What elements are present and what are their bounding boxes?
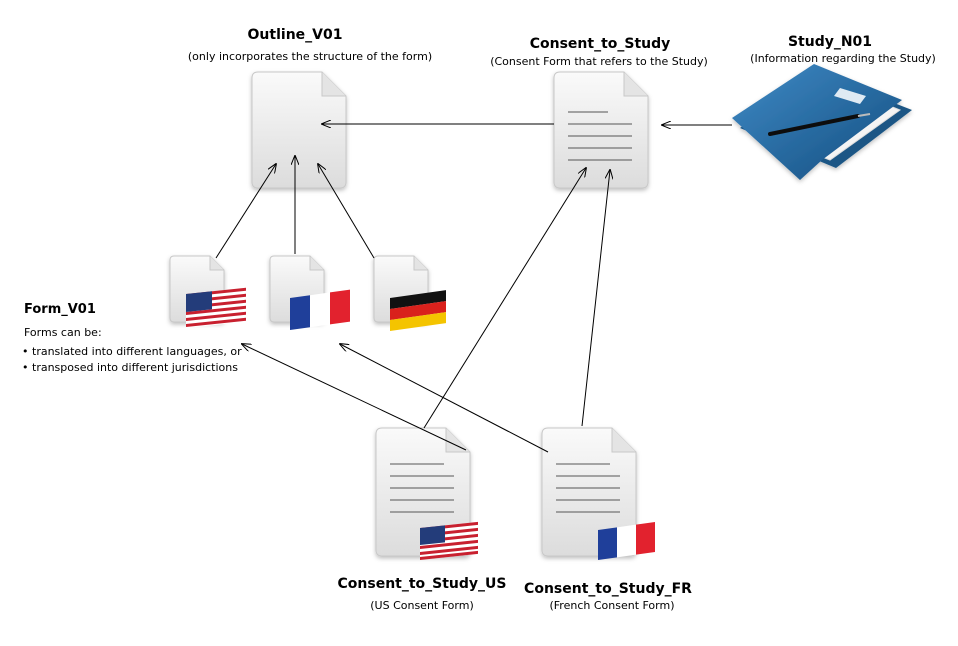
consent-us-document-icon[interactable] bbox=[375, 427, 478, 560]
form-bullet-2: • transposed into different jurisdiction… bbox=[22, 361, 238, 374]
bullet-icon: • bbox=[22, 345, 29, 358]
study-title: Study_N01 bbox=[787, 34, 873, 50]
form-bullet-text: transposed into different jurisdictions bbox=[32, 361, 238, 374]
form-intro: Forms can be: bbox=[24, 326, 102, 339]
us-flag-icon bbox=[420, 521, 478, 560]
outline-title: Outline_V01 bbox=[247, 27, 343, 43]
outline-document-icon[interactable] bbox=[251, 71, 347, 189]
outline-subtitle: (only incorporates the structure of the … bbox=[187, 50, 433, 63]
consent-subtitle: (Consent Form that refers to the Study) bbox=[490, 55, 708, 68]
consent-document-icon[interactable] bbox=[553, 71, 649, 189]
study-subtitle: (Information regarding the Study) bbox=[750, 52, 936, 65]
arrow-consent-us-to-form bbox=[242, 344, 467, 451]
consent-fr-subtitle: (French Consent Form) bbox=[549, 599, 675, 612]
consent-fr-document-icon[interactable] bbox=[541, 427, 655, 560]
form-title: Form_V01 bbox=[24, 302, 96, 317]
arrow-consent-fr-to-form bbox=[340, 344, 549, 453]
fr-flag-icon bbox=[598, 521, 655, 560]
arrow-form-de-to-outline bbox=[318, 164, 375, 259]
arrow-consent-us-to-consent bbox=[423, 168, 586, 429]
form-bullet-1: • translated into different languages, o… bbox=[22, 345, 242, 358]
arrow-consent-fr-to-consent bbox=[581, 170, 610, 427]
consent-title: Consent_to_Study bbox=[529, 36, 671, 52]
fr-flag-icon bbox=[290, 289, 350, 330]
consent-us-subtitle: (US Consent Form) bbox=[370, 599, 474, 612]
bullet-icon: • bbox=[22, 361, 29, 374]
consent-us-title: Consent_to_Study_US bbox=[337, 576, 507, 592]
form-de-document-icon[interactable] bbox=[373, 255, 446, 331]
study-folder-icon[interactable] bbox=[732, 64, 912, 180]
de-flag-icon bbox=[390, 290, 446, 331]
form-us-document-icon[interactable] bbox=[169, 255, 246, 328]
consent-fr-title: Consent_to_Study_FR bbox=[524, 581, 692, 597]
us-flag-icon bbox=[186, 287, 246, 328]
form-bullet-text: translated into different languages, or bbox=[32, 345, 242, 358]
form-fr-document-icon[interactable] bbox=[269, 255, 350, 330]
arrow-form-us-to-outline bbox=[215, 164, 276, 259]
